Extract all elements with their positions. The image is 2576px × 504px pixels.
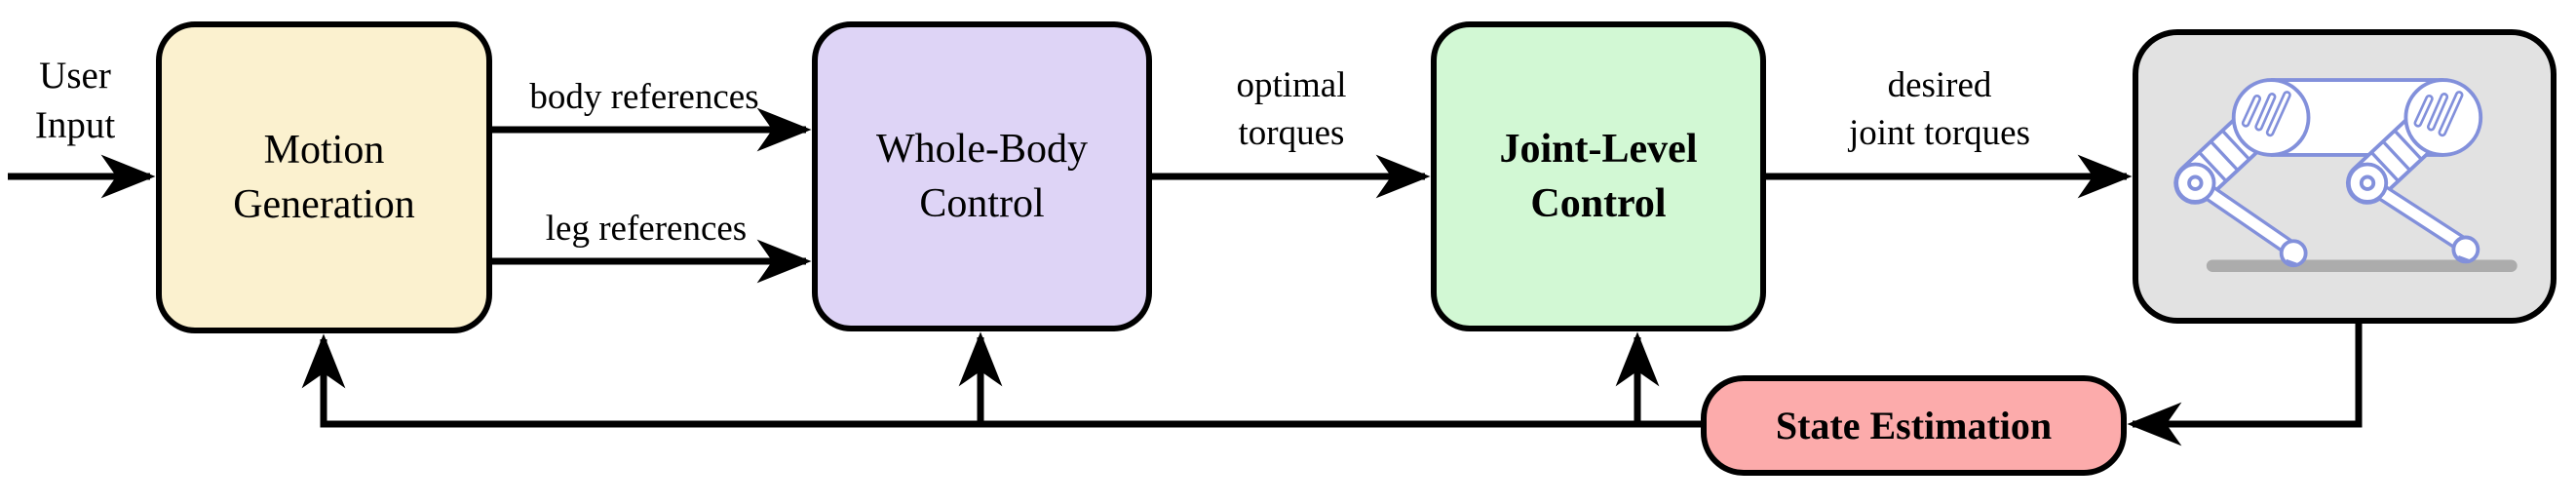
user-input-line1: User bbox=[39, 55, 111, 97]
joint-level-control-label-line2: Control bbox=[1530, 181, 1667, 226]
feedback-line-to-motion-generation bbox=[301, 333, 1701, 428]
optimal-torques-line1: optimal bbox=[1236, 65, 1347, 105]
node-motion-generation: Motion Generation bbox=[156, 21, 492, 333]
motion-generation-label-line1: Motion bbox=[263, 127, 385, 173]
desired-joint-torques-line2: joint torques bbox=[1848, 112, 2030, 153]
user-input-label: User Input bbox=[2, 51, 148, 151]
optimal-torques-line2: torques bbox=[1238, 112, 1345, 153]
desired-joint-torques-line1: desired bbox=[1887, 65, 1992, 105]
optimal-torques-label: optimal torques bbox=[1170, 62, 1413, 158]
joint-level-control-label-line1: Joint-Level bbox=[1499, 126, 1698, 172]
arrow-robot-to-state-estimation bbox=[2127, 324, 2363, 446]
body-references-text: body references bbox=[529, 77, 759, 117]
whole-body-control-label-line1: Whole-Body bbox=[876, 126, 1088, 172]
quadruped-robot-icon bbox=[2173, 78, 2518, 272]
state-estimation-label: State Estimation bbox=[1775, 403, 2053, 447]
user-input-line2: Input bbox=[34, 104, 116, 147]
leg-references-label: leg references bbox=[500, 206, 792, 253]
node-joint-level-control: Joint-Level Control bbox=[1431, 21, 1766, 331]
body-references-label: body references bbox=[498, 74, 790, 122]
leg-references-text: leg references bbox=[545, 209, 748, 249]
motion-generation-label-line2: Generation bbox=[233, 182, 415, 227]
node-whole-body-control: Whole-Body Control bbox=[812, 21, 1152, 331]
desired-joint-torques-label: desired joint torques bbox=[1793, 62, 2086, 158]
node-robot bbox=[2133, 29, 2557, 324]
node-state-estimation: State Estimation bbox=[1701, 375, 2127, 476]
whole-body-control-label-line2: Control bbox=[919, 181, 1045, 226]
